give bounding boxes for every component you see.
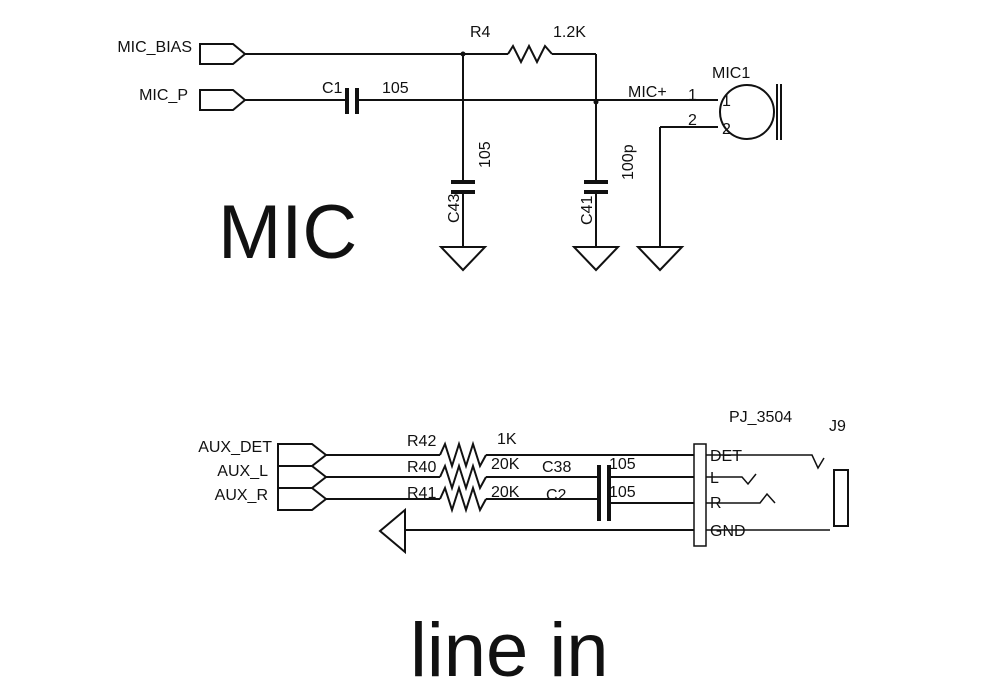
c1-value: 105 [382,80,409,97]
port-aux-l [277,465,328,489]
r4-value: 1.2K [553,24,586,41]
port-aux-r [277,487,328,511]
r4-ref: R4 [470,24,491,41]
ground-symbol [571,246,621,272]
r42-value: 1K [497,431,517,448]
r41-ref: R41 [407,485,436,502]
resistor-r4 [507,43,553,65]
jack-contact-r [706,492,776,504]
c41-value: 100p [620,144,637,180]
c38-ref: C38 [542,459,571,476]
mic1-pin1-inner: 1 [722,93,731,110]
c2-value: 105 [609,484,636,501]
resistor-r42 [439,440,487,470]
jack-pin-det: DET [710,448,742,465]
jack-pin-header [693,443,707,547]
jack-ref: J9 [829,418,846,435]
port-mic-p-label: MIC_P [139,87,188,104]
jack-contact-det [706,454,825,470]
jack-pin-l: L [710,470,719,487]
r42-ref: R42 [407,433,436,450]
c41-ref: C41 [579,196,596,225]
resistor-r41 [439,484,487,514]
r41-value: 20K [491,484,520,501]
ground-symbol [635,246,685,272]
jack-contact-l [706,473,757,486]
jack-pin-gnd: GND [710,523,746,540]
port-aux-l-label: AUX_L [217,463,268,480]
mic1-pin1-label: 1 [688,87,697,104]
port-mic-bias-label: MIC_BIAS [117,39,192,56]
mic1-pin2-label: 2 [688,112,697,129]
mic1-pin2-inner: 2 [722,121,731,138]
linein-section-title: line in [410,608,609,687]
microphone-body [719,84,775,140]
jack-part-label: PJ_3504 [729,409,792,426]
port-aux-det [277,443,328,467]
port-aux-r-label: AUX_R [215,487,268,504]
c2-ref: C2 [546,487,567,504]
jack-sleeve [833,469,849,527]
c43-ref: C43 [446,194,463,223]
mic-plus-net-label: MIC+ [628,84,667,101]
port-mic-bias [199,43,247,65]
c1-ref: C1 [322,80,343,97]
ground-symbol [378,507,406,555]
resistor-r40 [439,462,487,492]
ground-symbol [438,246,488,272]
r40-ref: R40 [407,459,436,476]
r40-value: 20K [491,456,520,473]
port-mic-p [199,89,247,111]
c38-value: 105 [609,456,636,473]
mic-section-title: MIC [218,190,357,275]
c43-value: 105 [477,141,494,168]
port-aux-det-label: AUX_DET [198,439,272,456]
mic1-ref: MIC1 [712,65,750,82]
